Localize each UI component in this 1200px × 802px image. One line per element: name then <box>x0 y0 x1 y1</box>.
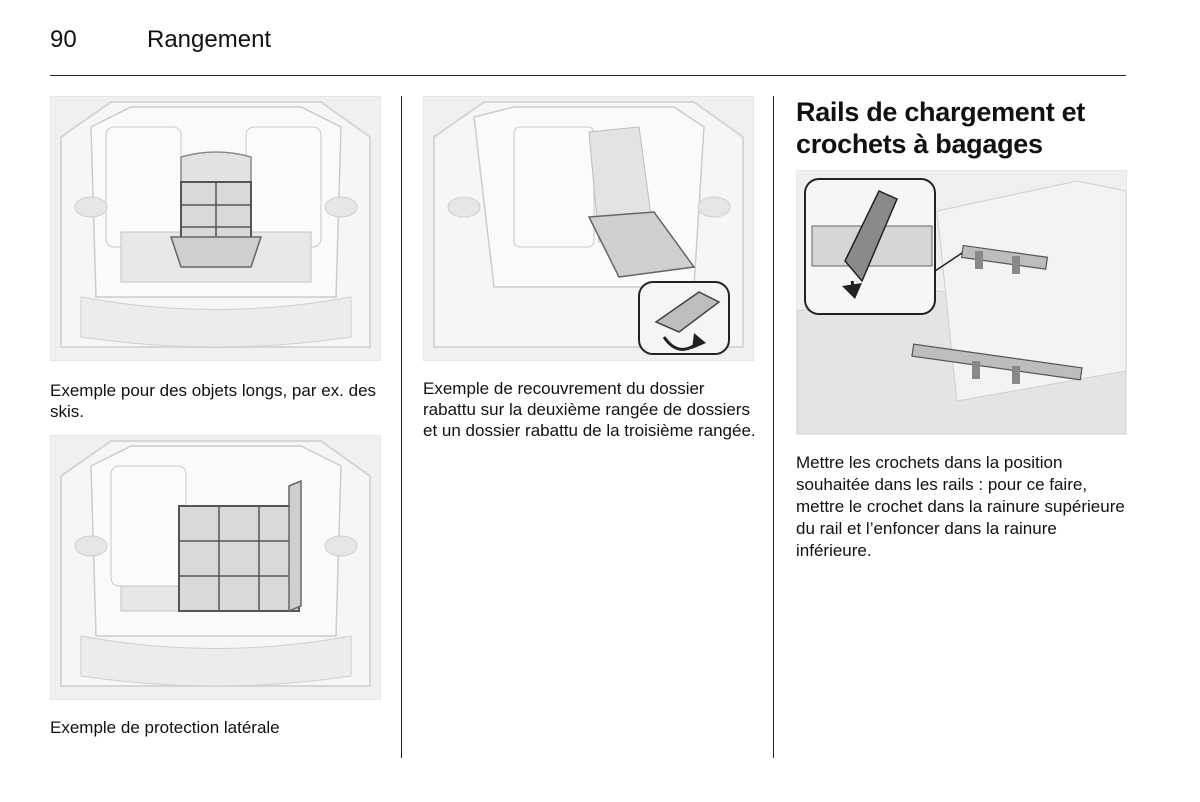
figure-side-protection-caption: Exemple de protection latérale <box>50 718 280 737</box>
trunk-side-protection-illustration <box>51 436 380 699</box>
figure-long-objects <box>50 96 381 361</box>
page-header: 90 Rangement <box>50 26 1126 76</box>
trunk-partition-illustration <box>51 97 380 360</box>
page-number: 90 <box>50 26 77 53</box>
figure-folded-backrest-caption: Exemple de recouvrement du dossier rabat… <box>423 379 756 440</box>
load-rail-hook-illustration <box>797 171 1126 434</box>
section-title: Rangement <box>147 26 272 53</box>
trunk-folded-seat-illustration <box>424 97 753 360</box>
figure-load-rails-hooks <box>796 170 1127 435</box>
header-divider <box>50 75 1126 76</box>
figure-folded-backrest <box>423 96 754 361</box>
column-divider-left <box>401 96 402 758</box>
instructions-paragraph: Mettre les crochets dans la position sou… <box>796 453 1125 560</box>
figure-long-objects-caption: Exemple pour des objets longs, par ex. d… <box>50 381 377 421</box>
figure-side-protection <box>50 435 381 700</box>
section-heading: Rails de chargement et crochets à bagage… <box>796 97 1086 159</box>
column-divider-right <box>773 96 774 758</box>
